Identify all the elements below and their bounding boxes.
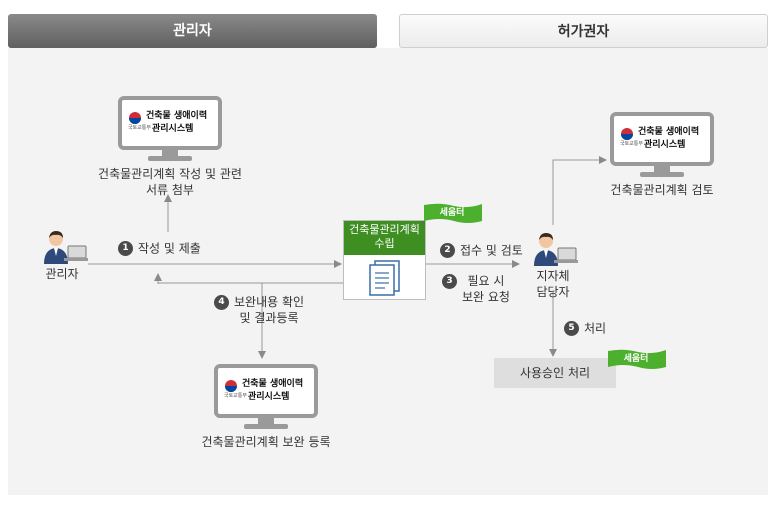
monitor-top-caption: 건축물관리계획 작성 및 관련 서류 첨부: [98, 167, 242, 197]
monitor-ministry: 국토교통부: [224, 393, 248, 399]
system-monitor-top: 건축물 생애이력 국토교통부 관리시스템: [118, 96, 222, 164]
admin-label: 관리자: [45, 267, 79, 281]
tab-permit[interactable]: 허가권자: [399, 14, 768, 48]
arrow-return: [157, 281, 344, 284]
step-number: 3: [442, 274, 457, 289]
monitor-brand-top: 건축물 생애이력: [146, 111, 208, 121]
monitor-icon: [214, 364, 318, 429]
monitor-icon: [118, 96, 222, 161]
monitor-brand-top: 건축물 생애이력: [242, 379, 304, 389]
system-monitor-bottom: 건축물 생애이력 국토교통부 관리시스템: [214, 364, 318, 432]
document-icon: [369, 260, 400, 296]
local-officer-icon: [532, 232, 578, 268]
admin-person-icon: [42, 230, 88, 266]
plan-establishment-box: 건축물관리계획 수립: [343, 220, 426, 300]
step-number: 5: [564, 321, 579, 336]
monitor-ministry: 국토교통부: [620, 141, 644, 147]
monitor-icon: [610, 112, 714, 177]
step-number: 1: [118, 241, 133, 256]
step-number: 4: [214, 295, 229, 310]
local-officer-label: 지자체 담당자: [536, 269, 570, 299]
system-monitor-right: 건축물 생애이력 국토교통부 관리시스템: [610, 112, 714, 180]
monitor-bottom-caption: 건축물관리계획 보완 등록: [201, 435, 331, 449]
seumter-badge-approval: 세움터: [604, 349, 668, 369]
monitor-brand-top: 건축물 생애이력: [638, 127, 700, 137]
plan-establishment-title: 건축물관리계획 수립: [344, 221, 425, 255]
approval-box: 사용승인 처리: [494, 358, 616, 388]
step-number: 2: [440, 243, 455, 258]
seumter-badge-center: 세움터: [420, 203, 484, 223]
tab-admin[interactable]: 관리자: [8, 14, 377, 48]
monitor-ministry: 국토교통부: [128, 125, 152, 131]
monitor-brand-bottom: 관리시스템: [152, 124, 194, 134]
arrow-to-right-monitor: [552, 156, 607, 225]
monitor-brand-bottom: 관리시스템: [248, 392, 290, 402]
monitor-right-caption: 건축물관리계획 검토: [610, 183, 714, 197]
monitor-brand-bottom: 관리시스템: [644, 140, 686, 150]
